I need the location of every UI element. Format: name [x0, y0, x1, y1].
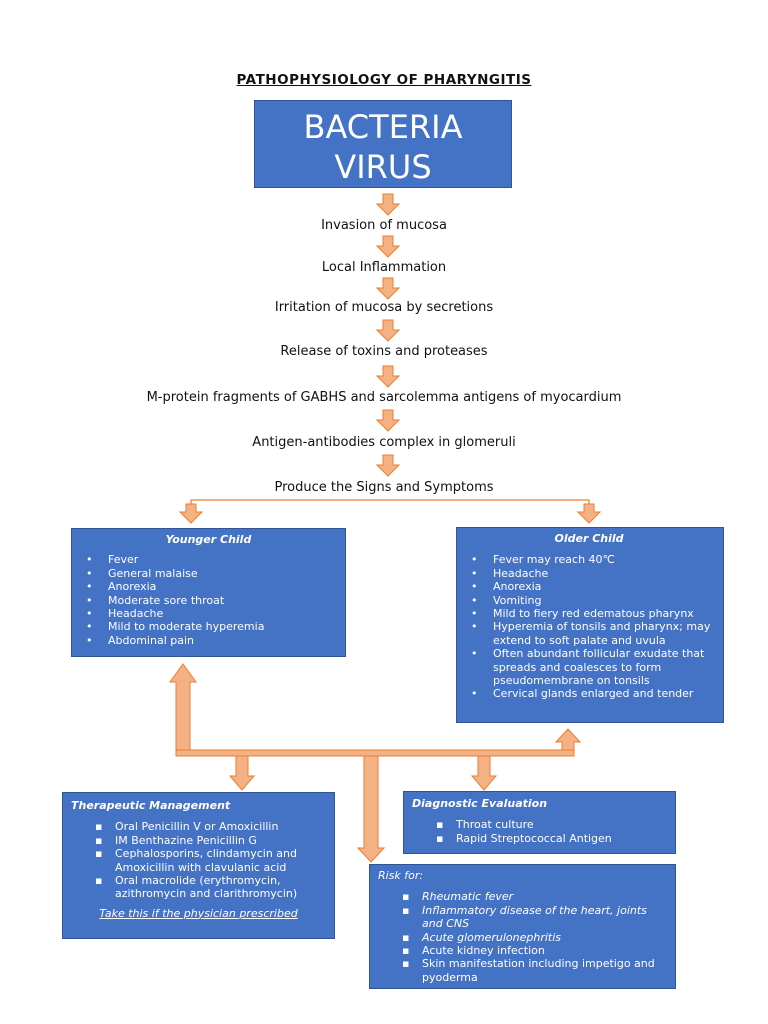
therapeutic-note: Take this if the physician prescribed — [99, 906, 298, 920]
younger-child-title: Younger Child — [165, 533, 252, 546]
therapeutic-list: Oral Penicillin V or Amoxicillin IM Bent… — [71, 820, 326, 900]
list-item: Cephalosporins, clindamycin and Amoxicil… — [71, 847, 326, 874]
down-arrow — [178, 503, 204, 524]
step-antigen-antibody: Antigen-antibodies complex in glomeruli — [252, 435, 516, 450]
up-arrow — [169, 663, 197, 755]
list-item: Hyperemia of tonsils and pharynx; may ex… — [463, 620, 715, 647]
split-line — [190, 499, 590, 504]
step-toxins: Release of toxins and proteases — [280, 344, 488, 359]
list-item: Fever may reach 40℃ — [463, 553, 715, 567]
step-inflammation: Local Inflammation — [321, 260, 447, 275]
therapeutic-management-title: Therapeutic Management — [71, 799, 231, 812]
down-arrow — [576, 503, 602, 524]
list-item: Abdominal pain — [78, 634, 339, 648]
down-arrow — [375, 193, 401, 216]
risk-list: Rheumatic fever Inflammatory disease of … — [378, 890, 667, 984]
step-irritation: Irritation of mucosa by secretions — [274, 300, 494, 315]
step-signs-symptoms: Produce the Signs and Symptoms — [274, 480, 494, 495]
diagnostic-evaluation-box: Diagnostic Evaluation Throat culture Rap… — [403, 791, 676, 854]
down-arrow — [375, 319, 401, 342]
cause-line-1: BACTERIA — [303, 108, 463, 146]
risk-for-title: Risk for: — [378, 869, 424, 882]
list-item: General malaise — [78, 567, 339, 581]
list-item: Mild to moderate hyperemia — [78, 620, 339, 634]
list-item: Mild to fiery red edematous pharynx — [463, 607, 715, 621]
therapeutic-management-box: Therapeutic Management Oral Penicillin V… — [62, 792, 335, 939]
cause-box: BACTERIA VIRUS — [254, 100, 512, 188]
long-down-arrow — [356, 755, 386, 863]
list-item: Acute glomerulonephritis — [378, 931, 667, 945]
list-item: Headache — [463, 567, 715, 581]
diagnostic-evaluation-title: Diagnostic Evaluation — [412, 797, 548, 810]
list-item: Anorexia — [78, 580, 339, 594]
list-item: Throat culture — [412, 818, 667, 832]
down-arrow — [375, 277, 401, 300]
list-item: Moderate sore throat — [78, 594, 339, 608]
cause-line-2: VIRUS — [334, 148, 432, 186]
list-item: Headache — [78, 607, 339, 621]
horizontal-connector — [175, 749, 575, 757]
list-item: Oral macrolide (erythromycin, azithromyc… — [71, 874, 326, 901]
older-child-box: Older Child Fever may reach 40℃ Headache… — [456, 527, 724, 723]
list-item: Often abundant follicular exudate that s… — [463, 647, 715, 687]
list-item: Acute kidney infection — [378, 944, 667, 958]
page-title: PATHOPHYSIOLOGY OF PHARYNGITIS — [236, 72, 532, 88]
list-item: Rapid Streptococcal Antigen — [412, 832, 667, 846]
list-item: Anorexia — [463, 580, 715, 594]
older-child-title: Older Child — [554, 532, 624, 545]
down-arrow — [375, 409, 401, 432]
list-item: Vomiting — [463, 594, 715, 608]
list-item: Inflammatory disease of the heart, joint… — [378, 904, 667, 931]
step-m-protein: M-protein fragments of GABHS and sarcole… — [146, 390, 622, 405]
down-arrow — [228, 755, 256, 791]
list-item: Oral Penicillin V or Amoxicillin — [71, 820, 326, 834]
older-child-list: Fever may reach 40℃ Headache Anorexia Vo… — [463, 553, 715, 701]
younger-child-box: Younger Child Fever General malaise Anor… — [71, 528, 346, 657]
risk-for-box: Risk for: Rheumatic fever Inflammatory d… — [369, 864, 676, 989]
down-arrow — [470, 755, 498, 791]
list-item: Fever — [78, 553, 339, 567]
younger-child-list: Fever General malaise Anorexia Moderate … — [78, 553, 339, 647]
step-invasion: Invasion of mucosa — [321, 218, 447, 233]
list-item: Skin manifestation including impetigo an… — [378, 957, 667, 984]
down-arrow — [375, 365, 401, 388]
down-arrow — [375, 235, 401, 258]
list-item: Rheumatic fever — [378, 890, 667, 904]
list-item: IM Benthazine Penicillin G — [71, 834, 326, 848]
list-item: Cervical glands enlarged and tender — [463, 687, 715, 701]
down-arrow — [375, 454, 401, 477]
diagnostic-list: Throat culture Rapid Streptococcal Antig… — [412, 818, 667, 845]
up-arrow — [554, 728, 582, 753]
